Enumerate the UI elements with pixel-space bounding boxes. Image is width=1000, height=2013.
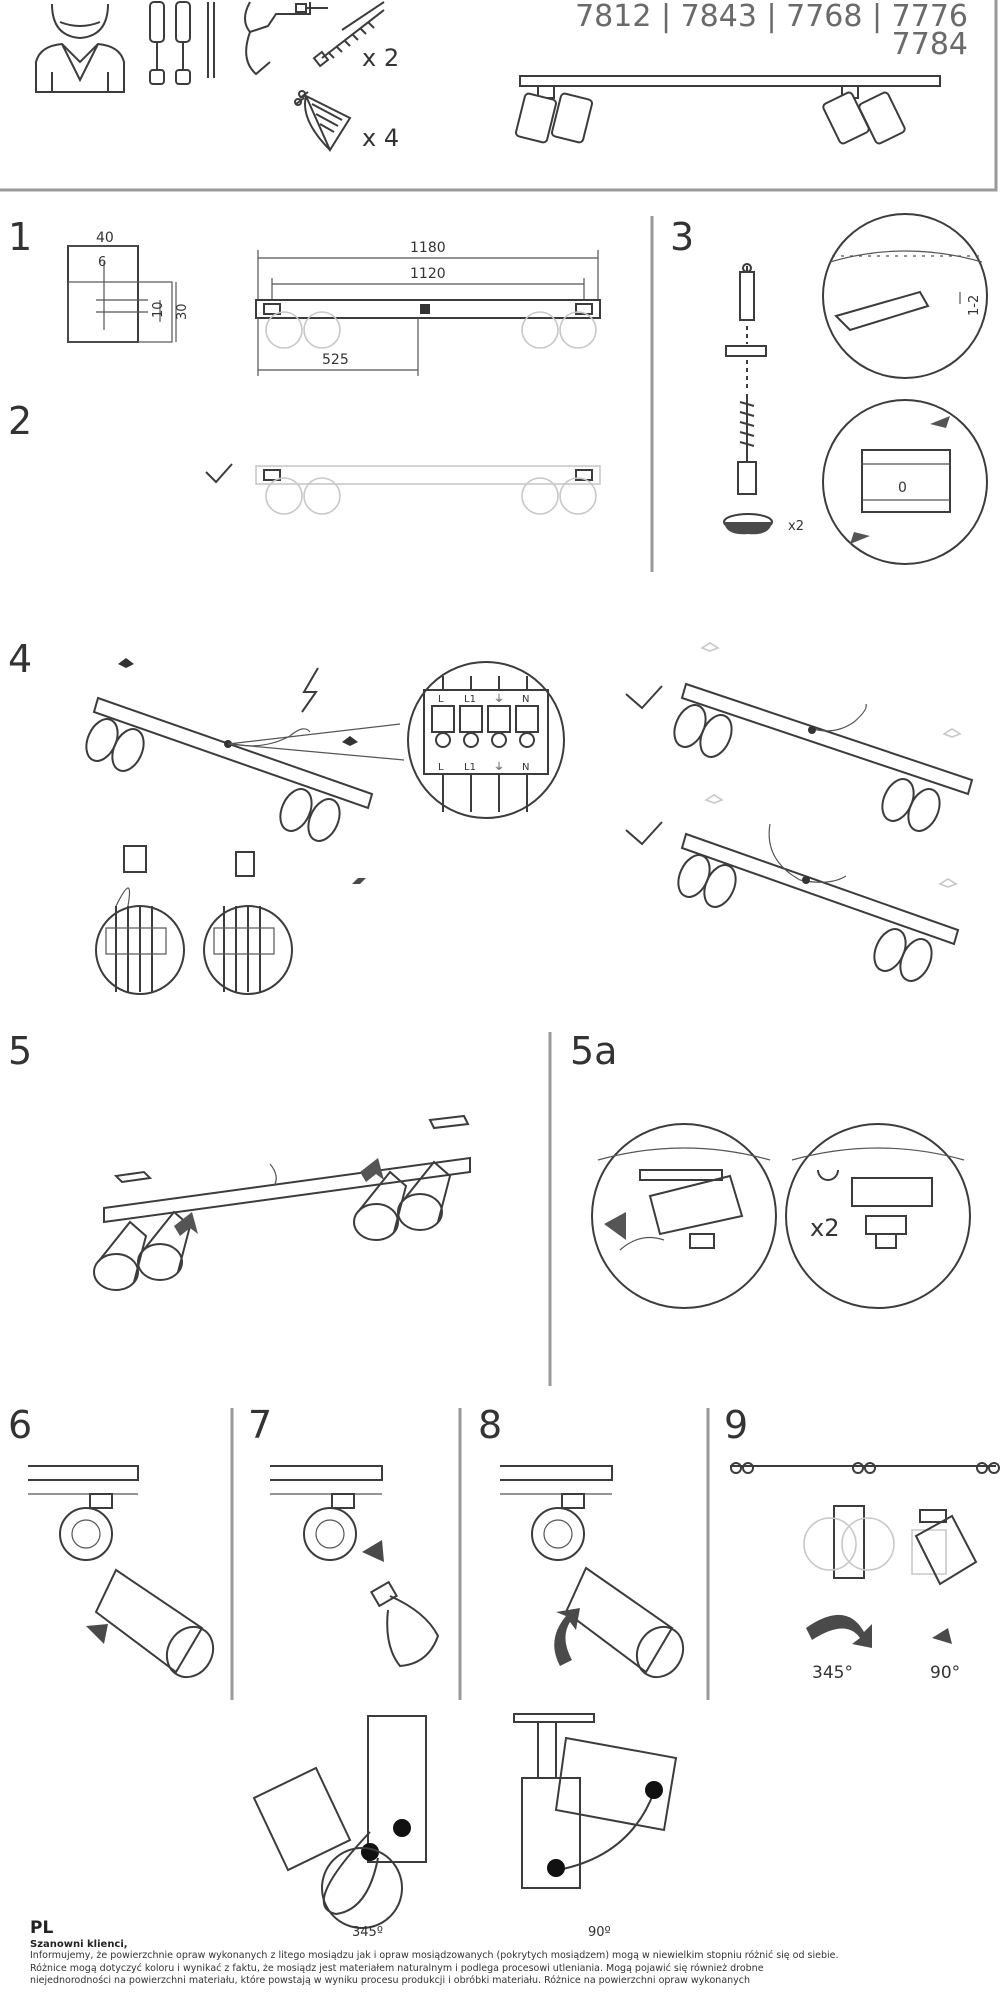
terminal-label-bottom: L <box>438 762 444 773</box>
rotation-345: 345° <box>812 1663 853 1683</box>
mounting-bracket-dimension-drawing: 40 6 10 30 <box>67 230 190 343</box>
arrow-icon <box>360 1158 384 1182</box>
notice-greeting: Szanowni klienci, <box>30 1939 128 1950</box>
dim-height-10: 10 <box>151 301 166 318</box>
installer-person-icon <box>35 3 125 93</box>
rotation-label-345: 345º <box>352 1925 383 1940</box>
dim-height-30: 30 <box>175 303 190 320</box>
terminal-block-detail: L L1 ⏚ N L L1 ⏚ N <box>407 661 565 819</box>
model-number-extra: 7784 <box>892 27 968 62</box>
bracket-position-check <box>205 463 601 515</box>
gu10-bulb-icon <box>294 90 352 153</box>
spirit-level-detail: 0 <box>822 399 988 565</box>
check-mark-icon <box>625 821 663 846</box>
rotation-range-illustration: 345° 90° <box>730 1462 1000 1683</box>
step-number-7: 7 <box>248 1403 272 1447</box>
terminal-label-bottom: L1 <box>464 762 476 773</box>
notice-paragraph: niejednorodności na powierzchni materiał… <box>30 1975 751 1986</box>
ceiling-anchor-illustration <box>723 263 773 535</box>
ceiling-gap-detail: 1-2 <box>822 213 988 379</box>
drill-icon <box>244 1 328 76</box>
arrow-icon <box>86 1624 108 1644</box>
anchor-count: x2 <box>788 519 804 534</box>
arrow-icon <box>554 1608 580 1666</box>
terminal-label-top: L <box>438 694 444 705</box>
step-number-8: 8 <box>478 1403 502 1447</box>
dim-length-1180: 1180 <box>410 240 446 256</box>
rotate-arrow-icon <box>932 1628 952 1644</box>
dim-offset-525: 525 <box>322 352 349 368</box>
rotate-arrow-icon <box>806 1614 872 1648</box>
language-code: PL <box>30 1918 54 1938</box>
rotation-label-90: 90º <box>588 1925 611 1940</box>
gap-1-2: 1-2 <box>967 295 982 316</box>
fixture-length-dimension-drawing: 1180 1120 525 <box>255 240 601 376</box>
bulb-count: x 4 <box>362 124 399 152</box>
wiring-bar-illustration <box>85 658 405 842</box>
clip-lock-details: x2 <box>591 1123 971 1309</box>
terminal-label-top: L1 <box>464 694 476 705</box>
terminal-label-bottom: N <box>522 762 529 773</box>
check-mark-icon <box>205 463 233 484</box>
terminal-label-top: ⏚ <box>494 693 504 705</box>
clip-count: x2 <box>810 1214 839 1242</box>
terminal-label-top: N <box>522 694 529 705</box>
step-number-5a: 5a <box>570 1029 617 1073</box>
arrow-icon <box>348 864 372 896</box>
screw-count: x 2 <box>362 44 399 72</box>
arrow-icon <box>604 1212 626 1240</box>
check-mark-icon <box>625 685 663 710</box>
attach-shade-illustration <box>500 1465 685 1679</box>
switch-wiring-diagrams <box>95 845 372 995</box>
arrow-icon <box>174 1212 198 1236</box>
product-lamp-illustration <box>515 75 941 145</box>
electricity-bolt-icon <box>301 667 319 713</box>
rotation-detail-345: 345º <box>252 1715 427 1940</box>
wall-switch-icon <box>123 845 147 873</box>
step-number-3: 3 <box>670 215 694 259</box>
step-number-6: 6 <box>8 1403 32 1447</box>
notice-paragraph: Różnice mogą dotyczyć koloru i wynikać z… <box>30 1962 764 1974</box>
level-zero: 0 <box>898 480 907 496</box>
rotation-90: 90° <box>930 1663 960 1683</box>
notice-paragraph: Informujemy, że powierzchnie opraw wykon… <box>30 1950 839 1961</box>
remove-shade-illustration <box>28 1465 215 1679</box>
step-number-2: 2 <box>8 399 32 443</box>
insert-bulb-illustration <box>270 1465 440 1668</box>
step-number-1: 1 <box>8 215 32 259</box>
step-number-4: 4 <box>8 637 32 681</box>
dim-hole-6: 6 <box>98 255 106 270</box>
dim-width-40: 40 <box>96 230 114 246</box>
screw-anchor-icon <box>312 1 385 68</box>
arrow-icon <box>362 1540 384 1562</box>
rotation-detail-90: 90º <box>513 1713 678 1940</box>
wall-switch-icon <box>235 851 255 877</box>
footer-notice: PL Szanowni klienci, Informujemy, że pow… <box>30 1918 980 1988</box>
step-number-9: 9 <box>724 1403 748 1447</box>
screwdriver-icon <box>149 1 215 85</box>
step-number-5: 5 <box>8 1029 32 1073</box>
header-panel: x 2 x 4 7812 | 7843 | 7768 | 7776 7784 <box>0 0 998 192</box>
mounting-on-brackets-illustration <box>93 1114 471 1291</box>
cable-routing-ok-illustrations <box>625 642 974 982</box>
model-numbers: 7812 | 7843 | 7768 | 7776 <box>575 0 968 34</box>
dim-length-1120: 1120 <box>410 266 446 282</box>
terminal-label-bottom: ⏚ <box>494 761 504 773</box>
